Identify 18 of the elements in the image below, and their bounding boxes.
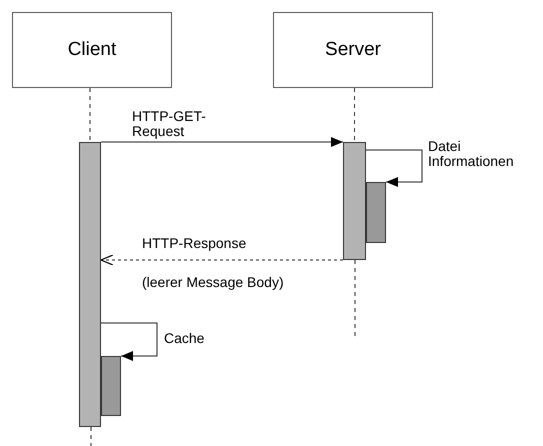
message-label: HTTP-GET-Request	[132, 109, 207, 139]
lifeline-head-box	[12, 12, 172, 88]
message-label: Cache	[164, 331, 204, 346]
message-arrow	[100, 322, 158, 361]
message-arrow	[100, 254, 344, 266]
activation-bar	[79, 142, 101, 427]
message-arrow	[366, 150, 422, 187]
message-label: HTTP-Response	[142, 236, 246, 251]
activation-bar	[366, 182, 386, 243]
note-text: (leerer Message Body)	[142, 274, 284, 290]
message-label: Datei Informationen	[428, 139, 515, 169]
message-arrow	[100, 137, 344, 147]
activation-bar	[101, 356, 121, 416]
participant-name: Client	[68, 38, 116, 62]
participant-name: Server	[325, 38, 381, 62]
lifeline-head-box	[273, 12, 433, 88]
activation-bar	[343, 142, 366, 260]
lifeline	[354, 88, 355, 142]
